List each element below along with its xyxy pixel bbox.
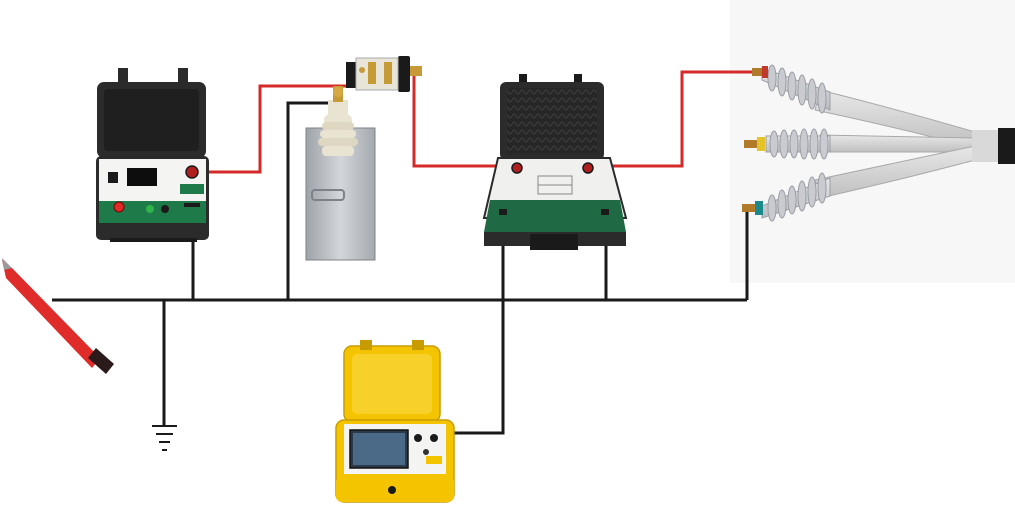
ground-drop-capacitor	[286, 101, 340, 300]
ground-terminal	[184, 203, 200, 207]
hv-wire-pd-unit-to-termination	[588, 70, 752, 168]
hv-output-terminal	[185, 165, 199, 179]
hv-capacitor	[305, 86, 376, 261]
pd-unit-ground-terminal-left	[499, 209, 507, 215]
partial-discharge-unit	[482, 74, 628, 250]
ground-wiring	[52, 101, 749, 435]
pd-unit-hv-output-terminal	[582, 162, 594, 174]
capacitor-bushing	[318, 86, 358, 156]
hv-wiring	[192, 70, 752, 174]
pd-unit-hv-input-terminal	[511, 162, 523, 174]
hv-wire-sensor-to-pd-unit	[412, 74, 517, 168]
cable-trunk	[972, 130, 1002, 162]
pd-unit-ground-terminal-right	[601, 209, 609, 215]
test-control-box	[96, 68, 209, 242]
start-button-icon	[146, 205, 154, 213]
insulator-middle	[744, 128, 831, 160]
ground-symbol-icon	[152, 425, 177, 451]
cable-termination	[742, 64, 1015, 222]
insulator-top	[752, 64, 831, 114]
detector-knob	[414, 434, 422, 442]
cable-branch-middle	[819, 134, 976, 153]
power-socket-icon	[108, 172, 118, 183]
insulator-bottom	[742, 172, 831, 222]
coupling-sensor	[346, 56, 422, 92]
detector-signal-input	[430, 434, 438, 442]
pd-detector	[335, 340, 455, 503]
discharge-rod-icon	[2, 258, 114, 374]
stop-button-icon	[161, 205, 169, 213]
signal-wire-to-detector	[438, 212, 505, 435]
emergency-stop-icon	[113, 201, 125, 213]
control-box-display	[127, 168, 157, 186]
hv-wire-control-to-sensor	[192, 84, 352, 174]
